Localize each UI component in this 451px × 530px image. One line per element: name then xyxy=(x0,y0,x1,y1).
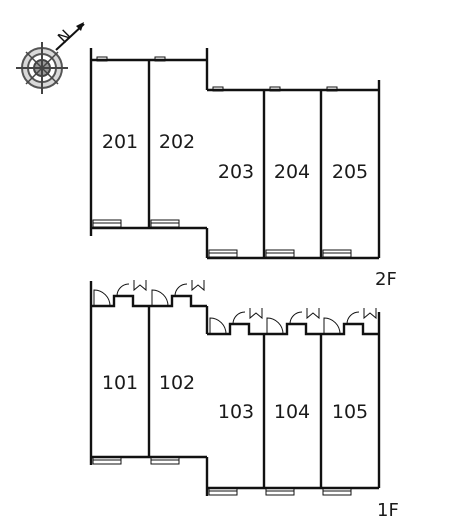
unit-203: 203 xyxy=(218,161,254,183)
unit-102: 102 xyxy=(159,372,195,394)
unit-104: 104 xyxy=(274,401,310,423)
compass-icon xyxy=(16,42,68,94)
north-label: N xyxy=(54,26,75,47)
floor-2f: 201 202 203 204 205 2F xyxy=(89,48,397,290)
unit-103: 103 xyxy=(218,401,254,423)
floor-1f: 101 102 103 104 105 1F xyxy=(89,280,399,521)
unit-105: 105 xyxy=(332,401,368,423)
unit-204: 204 xyxy=(274,161,310,183)
floor-label-2f: 2F xyxy=(375,269,397,290)
unit-205: 205 xyxy=(332,161,368,183)
floor-label-1f: 1F xyxy=(377,500,399,521)
unit-101: 101 xyxy=(102,372,138,394)
north-arrow-icon xyxy=(55,22,85,51)
unit-202: 202 xyxy=(159,131,195,153)
unit-201: 201 xyxy=(102,131,138,153)
